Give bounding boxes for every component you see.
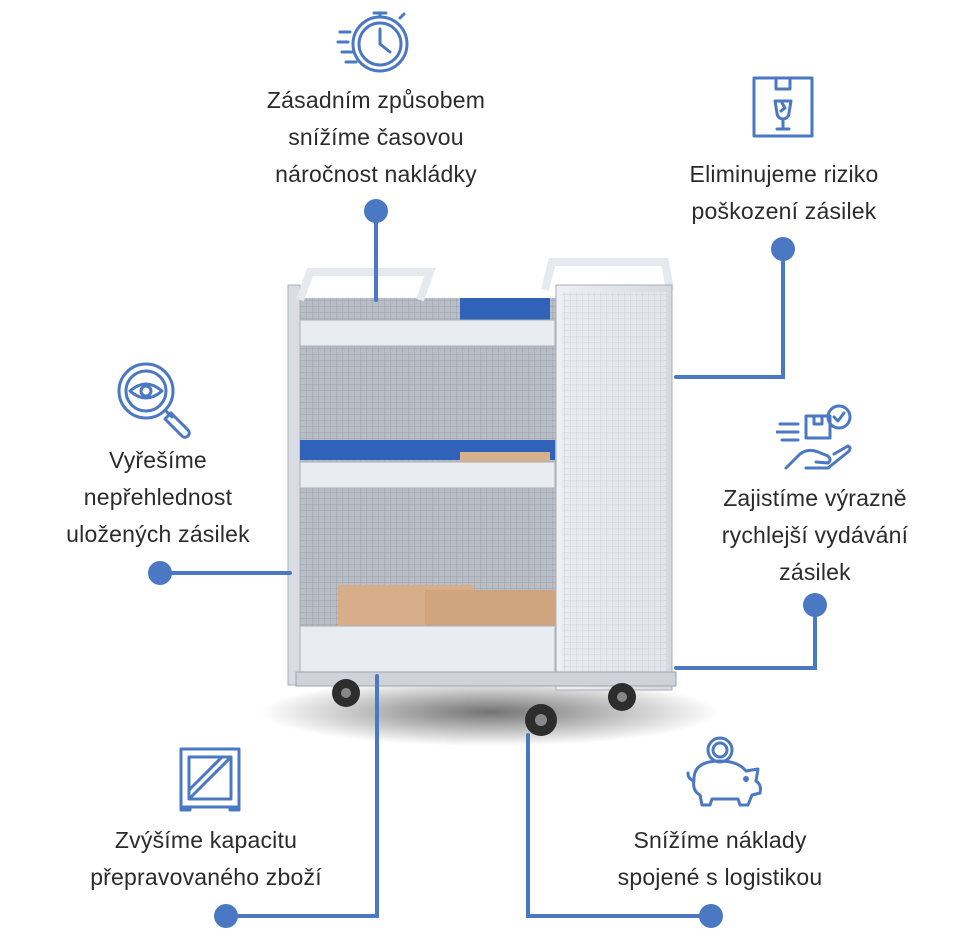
caption-line: spojené s logistikou	[617, 864, 823, 890]
magnifier-eye-icon	[117, 362, 191, 439]
crate-icon	[179, 747, 241, 812]
caption-line: Zásadním způsobem	[266, 87, 486, 113]
caption-line: snížíme časovou	[288, 124, 464, 150]
feature-caption-cost: Snížíme náklady spojené s logistikou	[590, 822, 850, 896]
caption-line: rychlejší vydávání	[721, 522, 909, 548]
feature-caption-speed: Zajistíme výrazně rychlejší vydávání zás…	[690, 480, 940, 591]
feature-caption-damage: Eliminujeme riziko poškození zásilek	[654, 156, 914, 230]
caption-line: Zvýšíme kapacitu	[114, 827, 298, 853]
piggy-bank-icon	[686, 736, 762, 807]
caption-line: Zajistíme výrazně	[723, 485, 907, 511]
caption-line: náročnost nakládky	[275, 161, 477, 187]
caption-line: zásilek	[779, 559, 851, 585]
caption-line: poškození zásilek	[691, 198, 877, 224]
caption-line: nepřehlednost	[83, 484, 233, 510]
caption-line: přepravovaného zboží	[90, 864, 322, 890]
caption-line: uložených zásilek	[66, 521, 250, 547]
fragile-box-icon	[752, 76, 814, 138]
feature-caption-time: Zásadním způsobem snížíme časovou náročn…	[236, 82, 516, 193]
caption-line: Snížíme náklady	[633, 827, 807, 853]
stopwatch-icon	[336, 11, 409, 73]
caption-line: Eliminujeme riziko	[689, 161, 879, 187]
delivery-hand-icon	[776, 404, 852, 470]
caption-line: Vyřešíme	[109, 447, 207, 473]
feature-caption-clarity: Vyřešíme nepřehlednost uložených zásilek	[38, 442, 278, 553]
feature-caption-capacity: Zvýšíme kapacitu přepravovaného zboží	[56, 822, 356, 896]
